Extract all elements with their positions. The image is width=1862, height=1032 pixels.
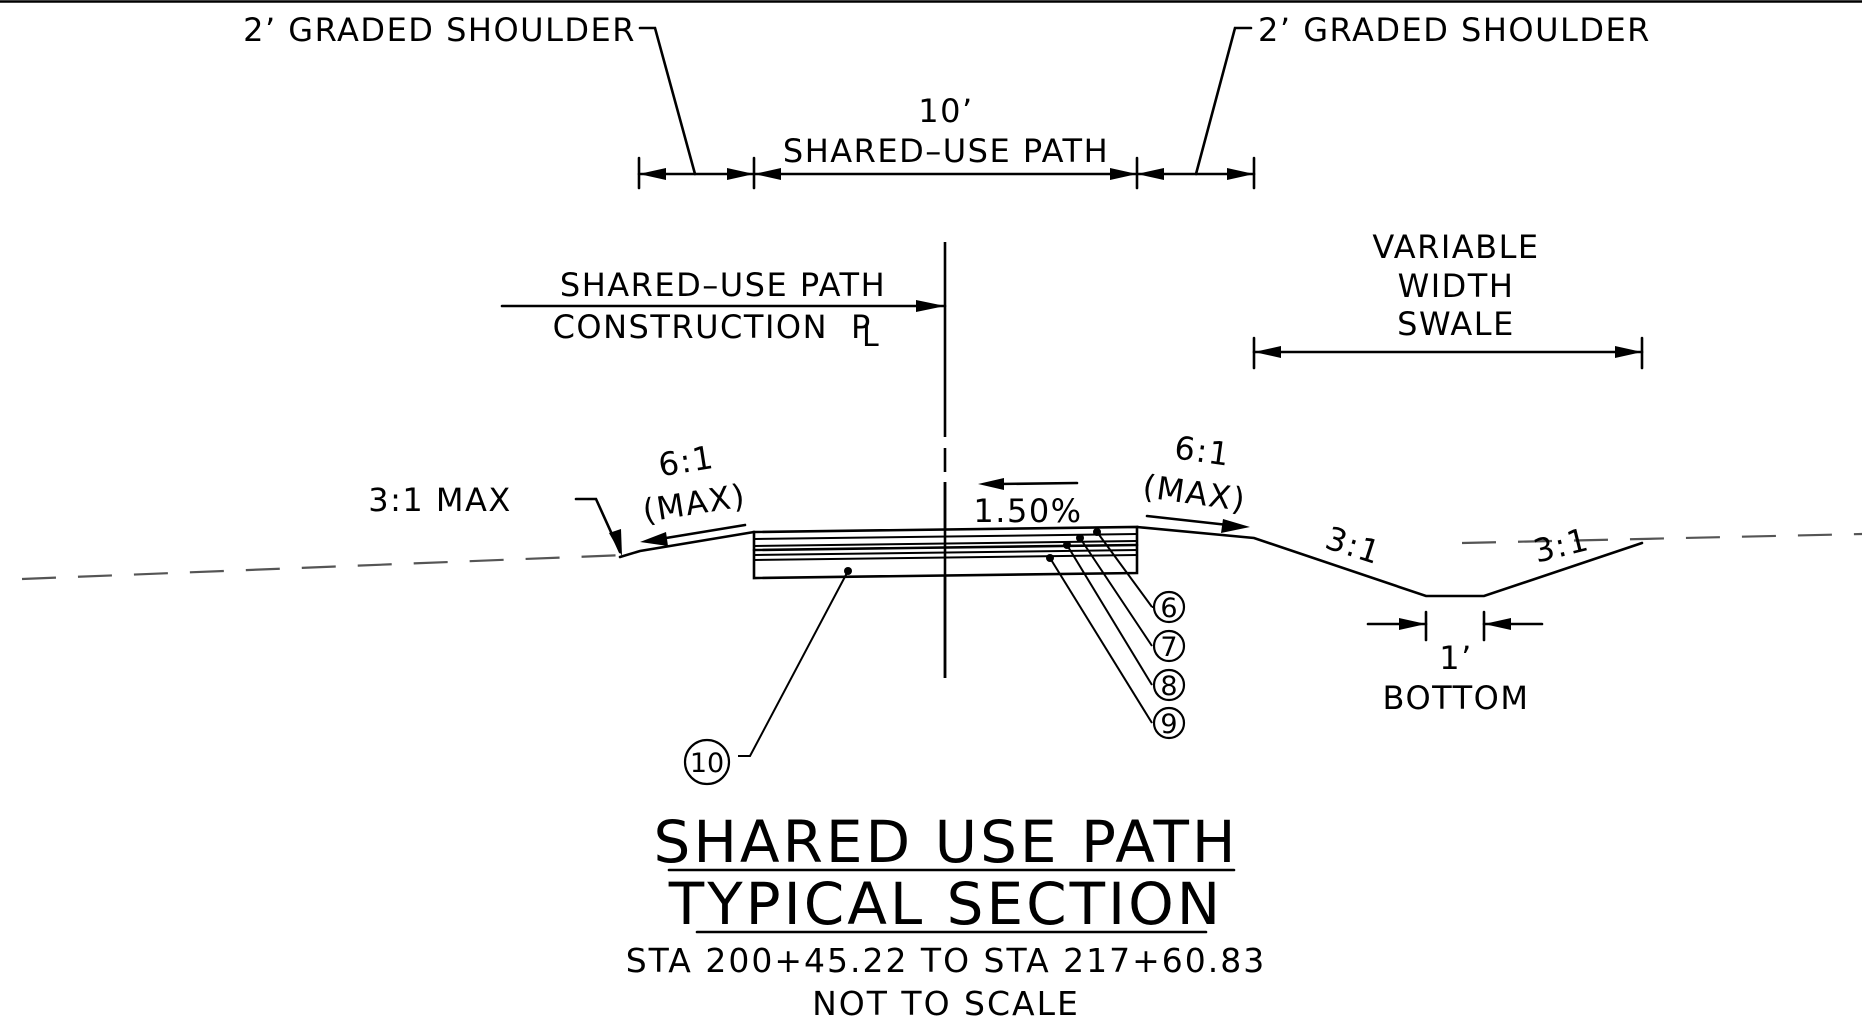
construction-label-line1: SHARED–USE PATH — [560, 266, 886, 304]
right-slope-arrow — [1145, 514, 1230, 527]
swale-label-line3: SWALE — [1397, 305, 1515, 343]
left-shoulder-label: 2’ GRADED SHOULDER — [243, 11, 636, 49]
swale-bottom-dimension — [1366, 610, 1544, 642]
swale-width-dimension — [1252, 336, 1644, 370]
callout-8: 8 — [1152, 668, 1186, 702]
svg-text:6: 6 — [1160, 593, 1177, 624]
left-shoulder-leader — [638, 26, 697, 176]
title-line2: TYPICAL SECTION — [668, 870, 1223, 938]
right-shoulder-label: 2’ GRADED SHOULDER — [1258, 11, 1651, 49]
scale-note: NOT TO SCALE — [812, 984, 1080, 1023]
station-range: STA 200+45.22 TO STA 217+60.83 — [626, 941, 1267, 980]
swale-bottom-label: BOTTOM — [1383, 679, 1530, 717]
right-shoulder-leader — [1194, 26, 1253, 176]
right-slope-max: (MAX) — [1140, 467, 1248, 519]
right-slope-ratio: 6:1 — [1172, 428, 1233, 473]
svg-text:9: 9 — [1160, 709, 1177, 740]
centerline-symbol-icon: P L — [851, 308, 879, 354]
path-name-label: SHARED–USE PATH — [783, 132, 1109, 170]
svg-text:P: P — [851, 308, 872, 346]
callout-9: 9 — [1152, 706, 1186, 740]
svg-text:L: L — [862, 319, 879, 354]
svg-text:7: 7 — [1160, 632, 1177, 663]
cross-slope-label: 1.50% — [973, 492, 1082, 530]
callout-6: 6 — [1152, 590, 1186, 624]
fill-slope-leader — [574, 497, 622, 554]
callout-7: 7 — [1152, 629, 1186, 663]
swale-label-line1: VARIABLE — [1372, 228, 1539, 266]
title-line1: SHARED USE PATH — [654, 808, 1239, 876]
left-side-slope — [618, 530, 756, 559]
cross-slope-arrow — [996, 481, 1079, 486]
construction-label-line2: CONSTRUCTION — [553, 308, 828, 346]
left-slope-arrow — [658, 523, 747, 541]
swale-label-line2: WIDTH — [1398, 267, 1515, 305]
left-slope-max: (MAX) — [640, 476, 749, 530]
svg-text:10: 10 — [690, 748, 724, 779]
right-side-slope-and-swale — [1135, 525, 1644, 598]
path-width-label: 10’ — [918, 92, 973, 130]
callout-leaders — [738, 528, 1153, 757]
callout-10: 10 — [683, 738, 731, 786]
svg-text:8: 8 — [1160, 671, 1177, 702]
existing-ground-line — [21, 532, 1862, 581]
left-slope-ratio: 6:1 — [656, 438, 717, 484]
top-dimension-string — [637, 156, 1256, 190]
fill-slope-label: 3:1 MAX — [368, 481, 512, 519]
swale-bottom-width: 1’ — [1439, 639, 1473, 677]
